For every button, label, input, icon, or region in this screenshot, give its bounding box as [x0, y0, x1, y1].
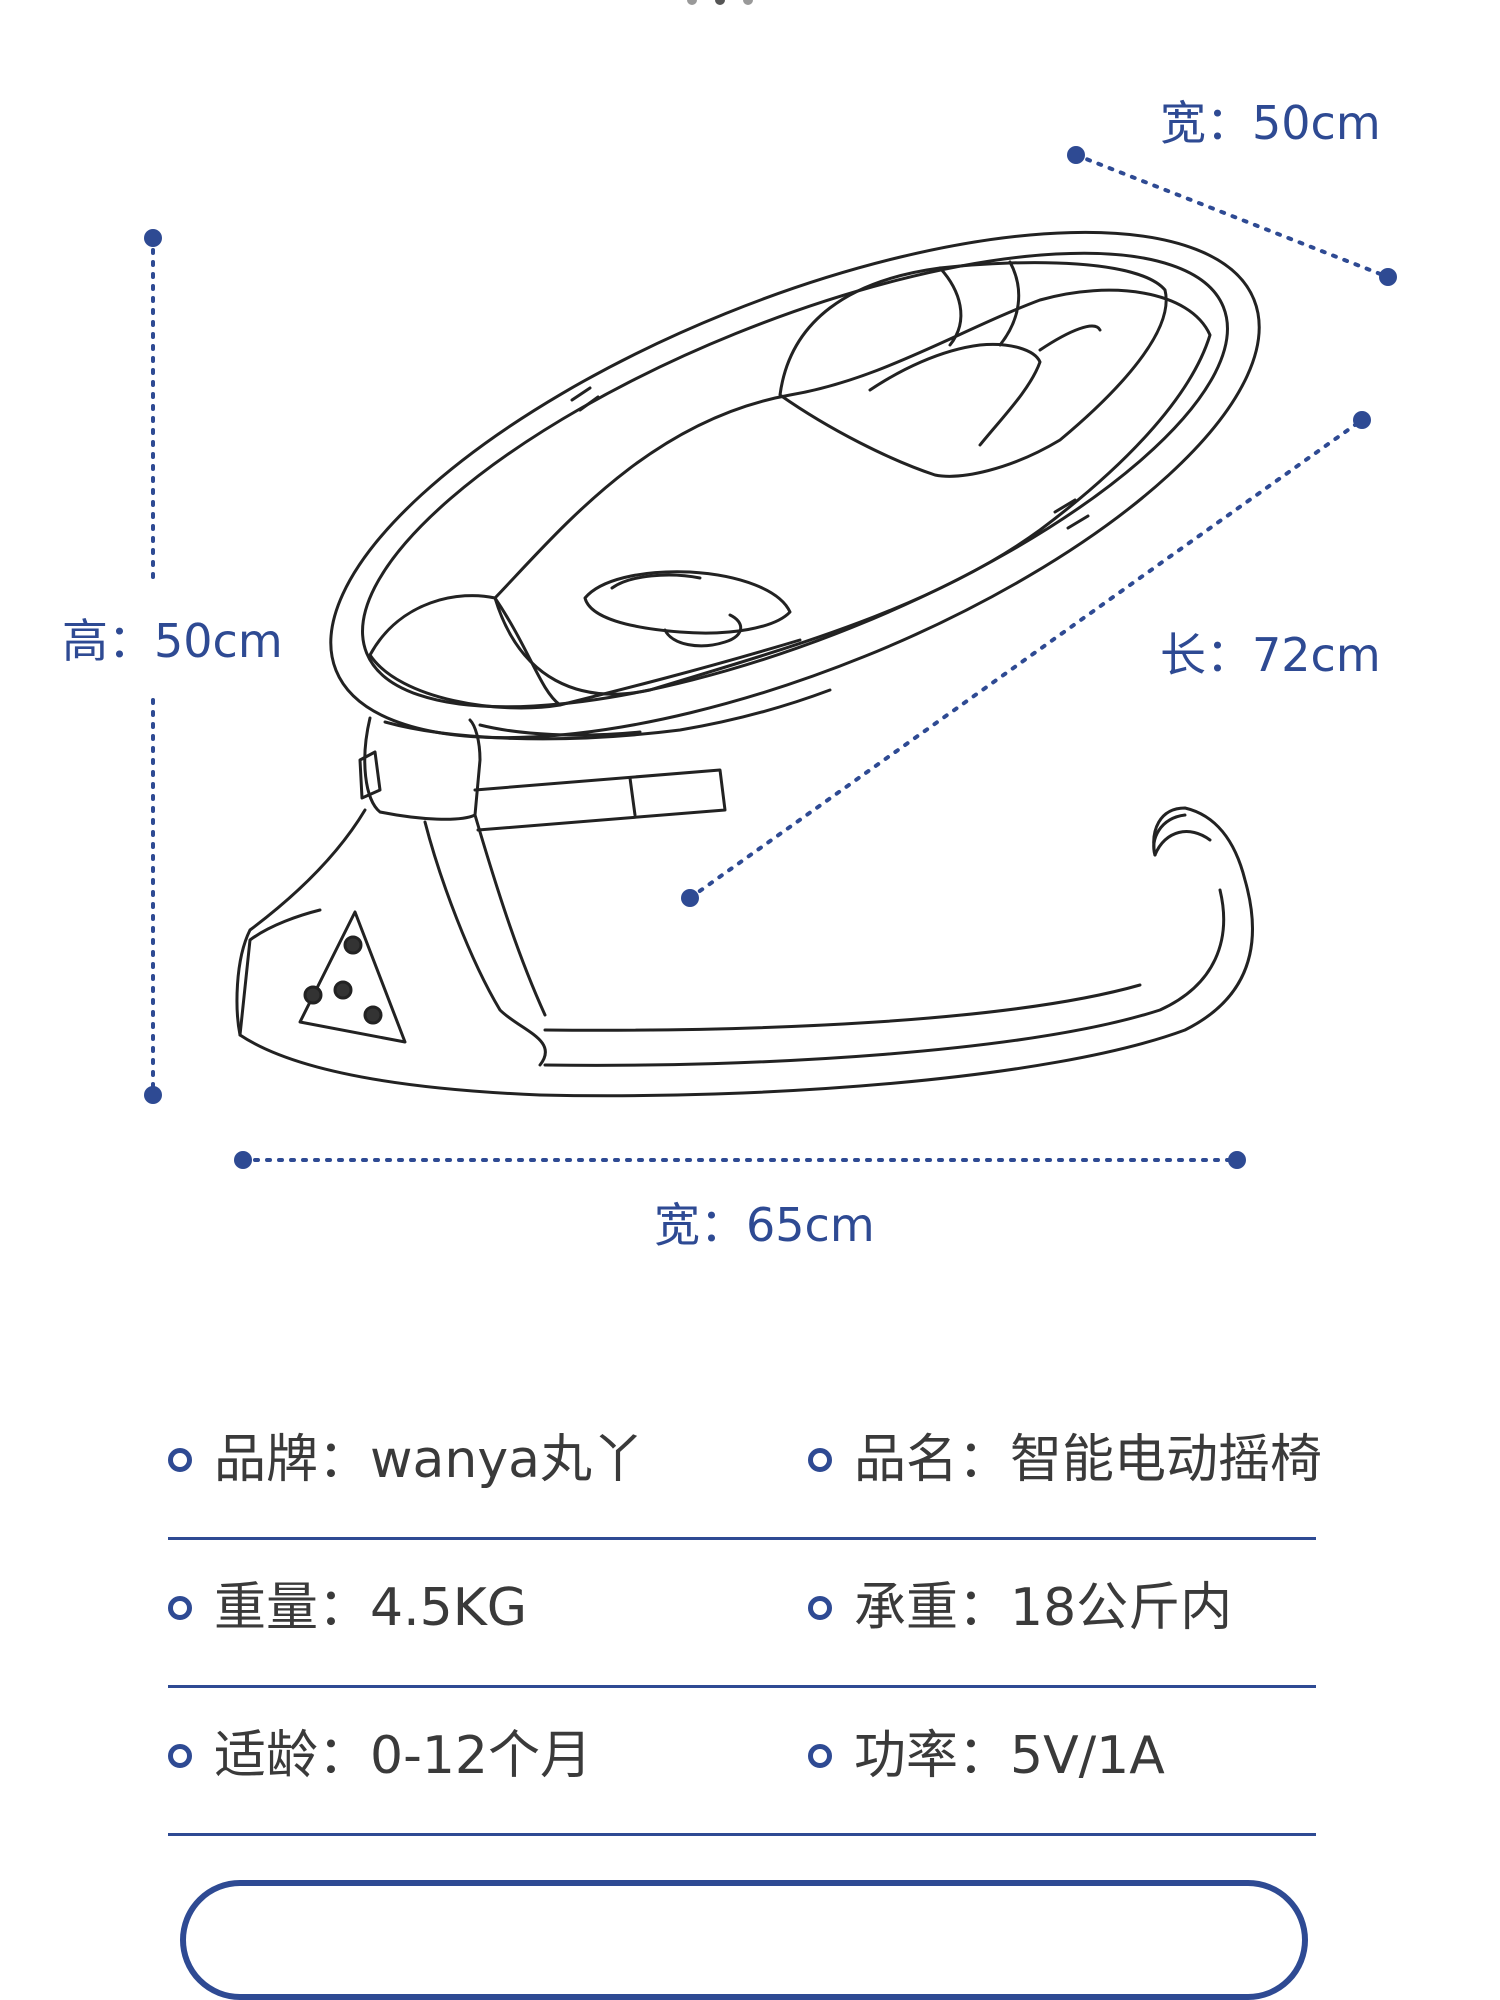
control-button-1 — [343, 935, 363, 955]
bullet-icon — [808, 1596, 832, 1620]
spec-power: 功率：5V/1A — [808, 1730, 1165, 1782]
bullet-icon — [808, 1448, 832, 1472]
safety-buckle — [583, 570, 792, 635]
spec-row: 适龄：0-12个月 功率：5V/1A — [168, 1688, 1316, 1836]
control-button-2 — [303, 985, 323, 1005]
side-motor-housing — [363, 716, 482, 821]
control-button-4 — [363, 1005, 383, 1025]
spec-age-text: 适龄：0-12个月 — [214, 1726, 593, 1786]
bullet-icon — [808, 1744, 832, 1768]
spec-age: 适龄：0-12个月 — [168, 1730, 592, 1782]
dimension-endpoints — [144, 146, 1397, 1169]
product-spec-list: 品牌：wanya丸丫 品名：智能电动摇椅 重量：4.5KG 承重：18公斤内 适… — [168, 1392, 1322, 1836]
spec-brand-text: 品牌：wanya丸丫 — [214, 1430, 644, 1490]
bullet-icon — [168, 1744, 192, 1768]
length-line — [688, 418, 1364, 900]
dimension-lines — [151, 153, 1390, 1162]
rocker-base-arc — [538, 806, 1254, 1098]
headrest — [778, 261, 1168, 478]
bullet-icon — [168, 1448, 192, 1472]
seat-fabric — [493, 288, 1212, 696]
seat-inner-ring — [361, 251, 1229, 709]
spec-load-text: 承重：18公斤内 — [854, 1578, 1233, 1638]
height-label: 高：50cm — [62, 614, 283, 668]
bouncer-dimension-diagram — [144, 146, 1397, 1169]
top-width-label: 宽：50cm — [1160, 96, 1381, 150]
spec-weight-text: 重量：4.5KG — [214, 1578, 528, 1638]
control-button-3 — [333, 980, 353, 1000]
baby-bouncer-illustration — [235, 230, 1261, 1098]
bottom-width-label: 宽：65cm — [654, 1198, 875, 1252]
length-label: 长：72cm — [1160, 628, 1381, 682]
spec-load: 承重：18公斤内 — [808, 1582, 1232, 1634]
spec-weight: 重量：4.5KG — [168, 1582, 527, 1634]
seat-outer-ring — [329, 230, 1261, 740]
spec-row: 品牌：wanya丸丫 品名：智能电动摇椅 — [168, 1392, 1322, 1540]
bullet-icon — [168, 1596, 192, 1620]
spec-brand: 品牌：wanya丸丫 — [168, 1434, 644, 1486]
spec-power-text: 功率：5V/1A — [854, 1726, 1165, 1786]
base-front-leg — [235, 808, 542, 1097]
spec-row: 重量：4.5KG 承重：18公斤内 — [168, 1540, 1316, 1688]
top-decorative-dots — [687, 0, 753, 5]
spec-product-name: 品名：智能电动摇椅 — [808, 1434, 1322, 1486]
toy-bar — [473, 768, 727, 832]
control-panel — [298, 910, 407, 1044]
spec-product-name-text: 品名：智能电动摇椅 — [854, 1430, 1323, 1490]
bottom-rounded-panel — [180, 1880, 1308, 2000]
top-width-line — [1074, 153, 1390, 279]
